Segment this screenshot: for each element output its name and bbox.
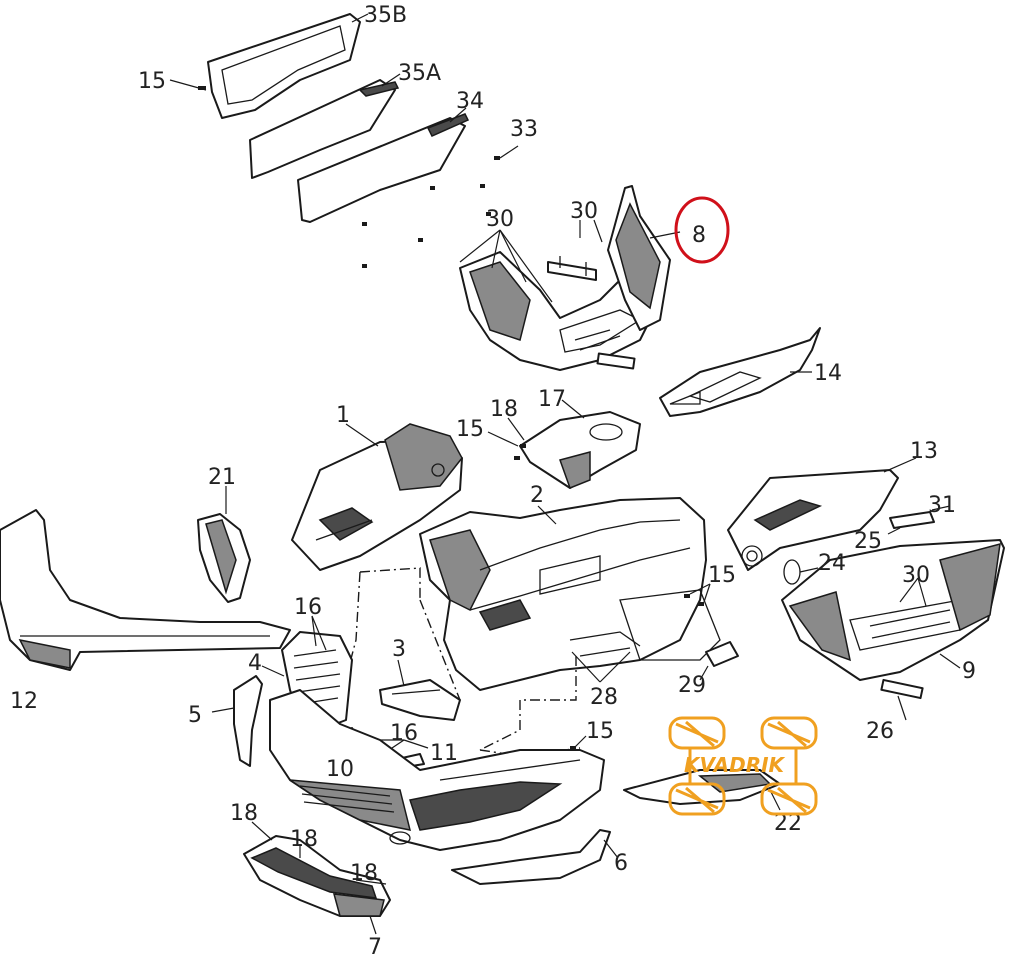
watermark-text: KVADRIK <box>684 753 786 777</box>
part-17-dash-panel <box>519 399 641 489</box>
callout-8: 8 <box>692 223 706 248</box>
highlight-ring-callout-8 <box>674 196 730 264</box>
part-29-clip <box>699 641 739 681</box>
callout-16-top: 16 <box>294 595 322 620</box>
callout-17: 17 <box>538 387 566 412</box>
part-14-floor-panel <box>659 327 821 417</box>
callout-1: 1 <box>336 403 350 428</box>
part-12-seat <box>0 509 291 671</box>
callout-3: 3 <box>392 637 406 662</box>
callout-30-left: 30 <box>486 207 514 232</box>
part-15-18-fasteners-mid <box>487 417 526 460</box>
part-5-side-clip <box>211 675 263 767</box>
callout-13: 13 <box>910 439 938 464</box>
callout-18-bottom: 18 <box>350 861 378 886</box>
part-26-plate <box>880 678 924 721</box>
part-9-right-footrest <box>781 539 1005 681</box>
callout-15-lower: 15 <box>586 719 614 744</box>
callout-15-right: 15 <box>708 563 736 588</box>
callout-4: 4 <box>248 651 262 676</box>
callout-18-lower: 18 <box>290 827 318 852</box>
callout-6: 6 <box>614 851 628 876</box>
part-25-screw <box>887 527 901 535</box>
callout-34: 34 <box>456 89 484 114</box>
part-15-screws-lower <box>570 735 587 750</box>
callout-35b: 35B <box>364 3 407 28</box>
part-15-screw-top <box>169 79 207 91</box>
callout-30-right: 30 <box>902 563 930 588</box>
part-front-bumper <box>269 689 605 851</box>
part-34-decal <box>297 107 470 223</box>
part-33-screws <box>362 145 519 268</box>
part-13-right-side-panel <box>727 457 917 571</box>
part-7-lower-grille <box>243 821 391 935</box>
callout-16-lower: 16 <box>390 721 418 746</box>
part-31-bracket <box>889 505 951 529</box>
part-6-trim-strip <box>451 829 619 885</box>
callout-14: 14 <box>814 361 842 386</box>
part-1-front-hood <box>291 423 463 571</box>
callout-11: 11 <box>430 741 458 766</box>
callout-10: 10 <box>326 757 354 782</box>
part-30-front-fender-top <box>459 251 661 371</box>
part-2-main-body <box>419 497 721 691</box>
part-8-side-guard <box>607 185 681 331</box>
callout-31: 31 <box>928 493 956 518</box>
callout-12: 12 <box>10 689 38 714</box>
callout-9: 9 <box>962 659 976 684</box>
part-35a-decal <box>249 73 401 179</box>
callout-26: 26 <box>866 719 894 744</box>
callout-30-mid: 30 <box>570 199 598 224</box>
part-35b-side-panel <box>207 13 369 119</box>
callout-7: 7 <box>368 935 382 960</box>
callout-28: 28 <box>590 685 618 710</box>
callout-35a: 35A <box>398 61 441 86</box>
part-24-ring <box>783 559 819 585</box>
callout-29: 29 <box>678 673 706 698</box>
callout-15-mid: 15 <box>456 417 484 442</box>
callout-15-top: 15 <box>138 69 166 94</box>
callout-21: 21 <box>208 465 236 490</box>
part-15-screws-right <box>684 583 711 606</box>
callout-24: 24 <box>818 551 846 576</box>
callout-18-top: 18 <box>490 397 518 422</box>
part-21-lamp-housing <box>197 486 251 603</box>
part-30-bracket-top <box>459 219 603 303</box>
callout-25: 25 <box>854 529 882 554</box>
callout-2: 2 <box>530 483 544 508</box>
callout-33: 33 <box>510 117 538 142</box>
part-3-bracket <box>379 659 461 721</box>
callout-5: 5 <box>188 703 202 728</box>
kvadrik-watermark-logo: KVADRIK <box>668 716 818 816</box>
callout-18-left: 18 <box>230 801 258 826</box>
callout-labels: 35B 15 35A 34 33 30 30 8 14 1 18 17 15 1… <box>10 3 976 960</box>
part-28-brackets <box>569 631 641 683</box>
